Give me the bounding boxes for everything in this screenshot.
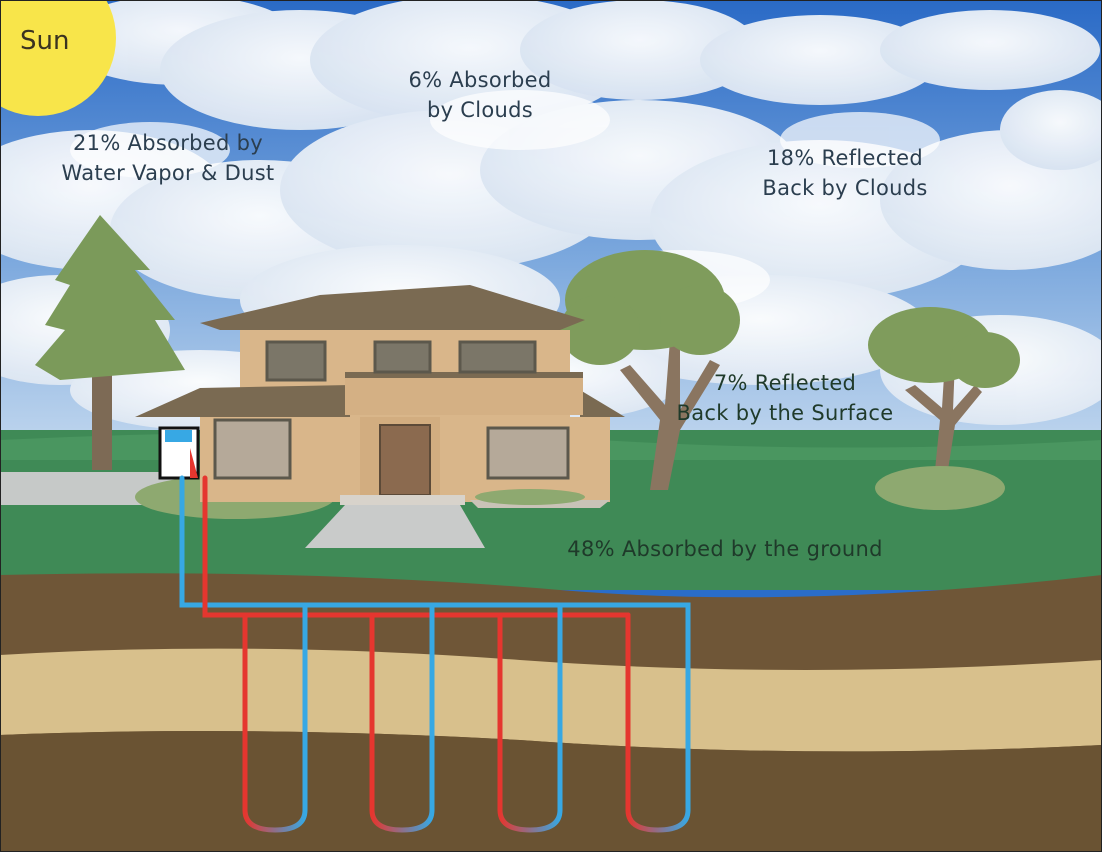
tree-icon [35, 215, 185, 470]
pipe-loop-icon [179, 475, 691, 833]
house-icon [135, 285, 625, 508]
label-clouds-absorbed: 6% Absorbed by Clouds [408, 68, 552, 122]
tree-icon [868, 307, 1020, 470]
label-water-vapor: 21% Absorbed by Water Vapor & Dust [61, 131, 275, 185]
label-ground-absorbed: 48% Absorbed by the ground [567, 537, 883, 561]
sun-icon [0, 0, 116, 116]
tree-icon [560, 250, 740, 490]
soil-sand-layer [0, 648, 1102, 752]
soil-bottom-layer [0, 731, 1102, 852]
heat-pump-icon [158, 426, 200, 480]
sun-label: Sun [20, 26, 70, 56]
label-clouds-reflected: 18% Reflected Back by Clouds [762, 146, 928, 200]
label-surface-reflected: 7% Reflected Back by the Surface [676, 371, 894, 425]
